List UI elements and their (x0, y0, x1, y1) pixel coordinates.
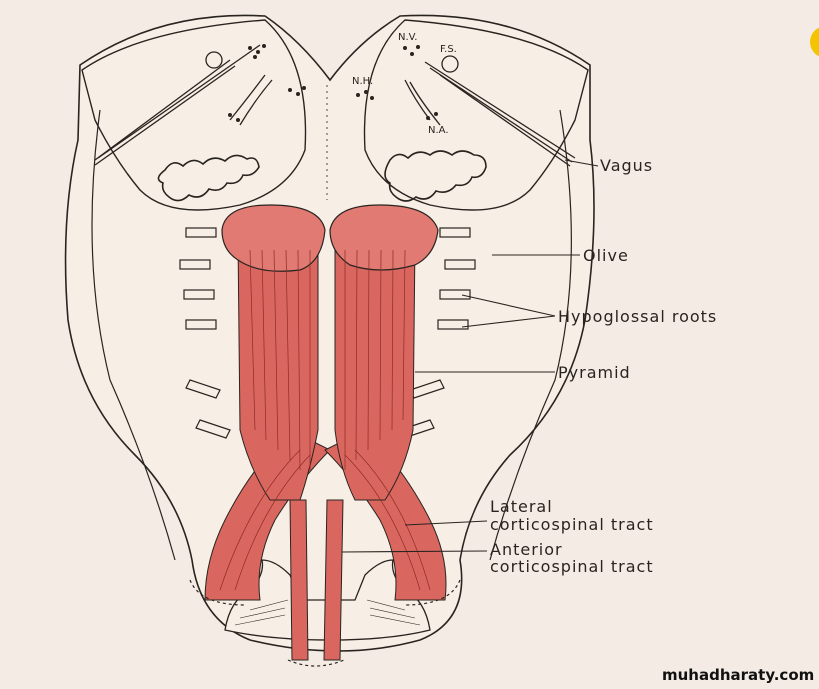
corner-accent (810, 27, 819, 57)
fs-nucleus-right (441, 55, 459, 73)
nucleus-nh-label: N.H. (352, 76, 374, 87)
lateral-line-right (489, 109, 572, 561)
olivary-nucleus-left (157, 154, 260, 202)
label-lateral-line2: corticospinal tract (490, 515, 654, 534)
pyramid-tracts (204, 204, 447, 661)
label-lateral-line1: Lateral (490, 497, 553, 516)
label-vagus: Vagus (600, 156, 654, 175)
lateral-line-left (91, 109, 176, 561)
dashed-edge-left (189, 579, 246, 606)
lobe-right (363, 19, 589, 211)
watermark-text: muhadharaty.com (662, 666, 815, 684)
label-hypoglossal-roots: Hypoglossal roots (558, 307, 718, 326)
hypoglossal-root-stubs (179, 227, 476, 439)
nucleus-na-label: N.A. (428, 125, 449, 136)
label-anterior-line2: corticospinal tract (490, 557, 654, 576)
lobe-left (81, 19, 307, 211)
medulla-outline (64, 14, 595, 652)
leader-lines (341, 159, 599, 553)
label-pyramid: Pyramid (558, 363, 631, 382)
nucleus-nv-label: N.V. (398, 32, 418, 43)
olivary-nucleus-right (384, 150, 487, 202)
label-anterior-line1: Anterior (490, 540, 563, 559)
label-olive: Olive (583, 246, 629, 265)
nucleus-fs-label: F.S. (440, 44, 457, 55)
dashed-edge-bottom (287, 659, 345, 667)
grey-matter-hatching (234, 599, 421, 626)
dashed-edge-right (404, 579, 461, 606)
fs-nucleus-left (205, 51, 223, 69)
nucleus-clusters (228, 44, 438, 122)
vagus-fibers (94, 44, 576, 167)
